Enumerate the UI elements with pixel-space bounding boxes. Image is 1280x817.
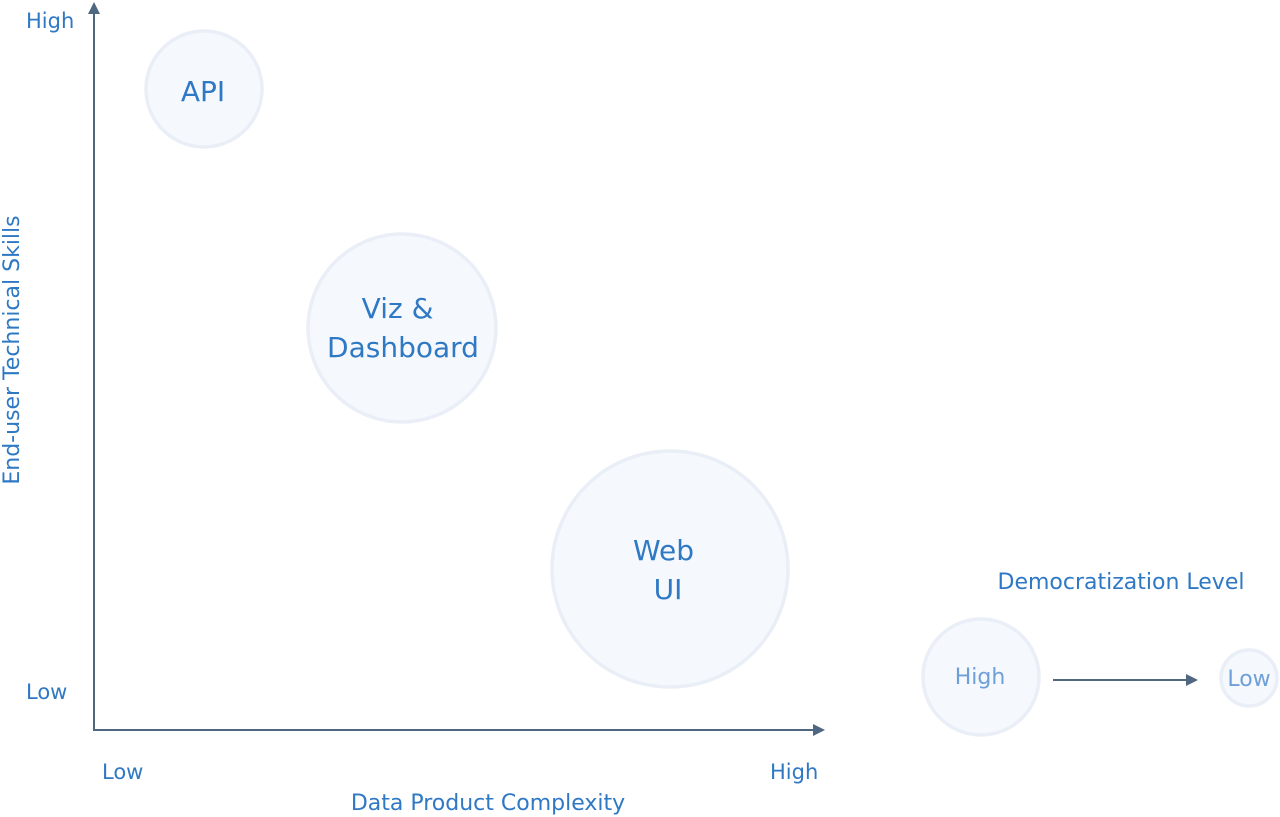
axes — [88, 2, 825, 736]
bubble-viz-dashboard: Viz & Dashboard — [306, 232, 498, 424]
x-axis-title: Data Product Complexity — [351, 791, 625, 816]
bubble-api: API — [144, 29, 264, 149]
legend-low-label: Low — [1227, 667, 1270, 692]
bubble-web-ui-label: Web UI — [633, 534, 703, 606]
legend-title: Democratization Level — [998, 570, 1245, 595]
y-axis-low-label: Low — [26, 680, 67, 704]
y-axis-high-label: High — [26, 9, 74, 33]
bubble-viz-dashboard-label: Viz & Dashboard — [327, 292, 479, 364]
legend-high-label: High — [955, 665, 1006, 690]
x-axis-low-label: Low — [102, 760, 143, 784]
legend: Democratization Level High Low — [921, 570, 1279, 737]
bubble-viz-dashboard-label-line-2: Dashboard — [327, 331, 479, 364]
bubble-web-ui-label-line-1: Web — [633, 534, 694, 567]
bubble-api-label-line-1: API — [181, 75, 225, 108]
bubble-api-circle — [144, 29, 264, 149]
bubble-viz-dashboard-circle — [306, 232, 498, 424]
x-axis-arrow-icon — [813, 724, 825, 736]
bubble-api-label: API — [181, 75, 225, 108]
x-axis-high-label: High — [770, 760, 818, 784]
bubble-viz-dashboard-label-line-1: Viz & — [362, 292, 434, 325]
y-axis-arrow-icon — [88, 2, 100, 14]
legend-arrow-icon — [1186, 674, 1198, 686]
y-axis-title: End-user Technical Skills — [0, 215, 25, 484]
legend-high-circle — [921, 617, 1041, 737]
bubble-web-ui-circle — [550, 449, 790, 689]
bubble-web-ui: Web UI — [550, 449, 790, 689]
legend-low-circle — [1219, 648, 1279, 708]
bubble-web-ui-label-line-2: UI — [654, 573, 683, 606]
